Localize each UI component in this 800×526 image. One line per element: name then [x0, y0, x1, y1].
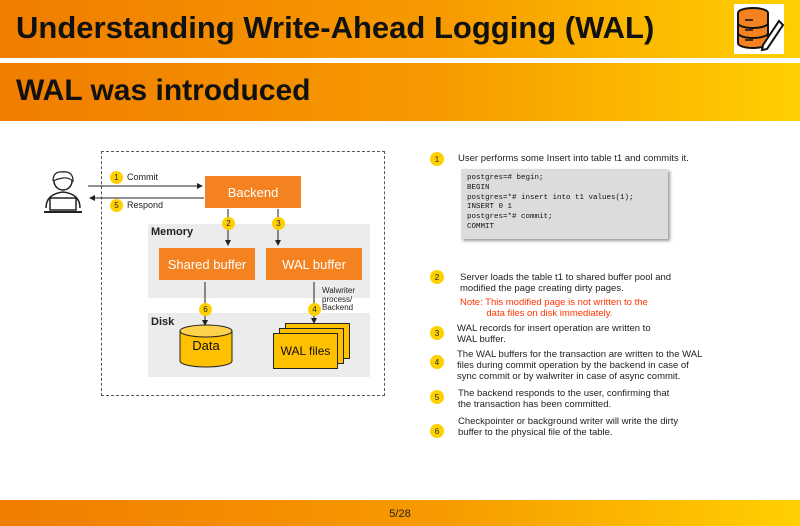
wal-buffer-box: WAL buffer	[266, 248, 362, 280]
slide-subtitle: WAL was introduced	[16, 74, 311, 107]
server-boundary	[101, 151, 385, 396]
step-badge-commit: 1	[110, 171, 123, 184]
page-number: 5/28	[389, 508, 411, 520]
backend-box: Backend	[205, 176, 301, 208]
shared-buffer-box: Shared buffer	[159, 248, 255, 280]
data-cylinder-icon	[179, 324, 233, 368]
step-badge-data: 6	[199, 303, 212, 316]
step-badge-walbuf: 3	[272, 217, 285, 230]
commit-label: Commit	[127, 172, 158, 182]
step-badge-respond: 5	[110, 199, 123, 212]
title-bar	[0, 0, 800, 58]
user-icon	[44, 171, 82, 213]
walwriter-label: Walwriter process/ Backend	[322, 286, 356, 312]
respond-label: Respond	[127, 200, 164, 210]
step-2-text: Server loads the table t1 to shared buff…	[460, 272, 672, 294]
step-badge-shared: 2	[222, 217, 235, 230]
database-edit-icon	[734, 4, 785, 54]
step-6-text: Checkpointer or background writer will w…	[458, 416, 679, 438]
step-2-note: Note: This modified page is not written …	[460, 297, 648, 319]
step-1-text: User performs some Insert into table t1 …	[458, 153, 689, 164]
subtitle-bar	[0, 63, 800, 121]
step-5-text: The backend responds to the user, confir…	[458, 388, 670, 410]
step-number-3: 3	[430, 326, 444, 340]
disk-label: Disk	[151, 316, 175, 328]
wal-files-stack: WAL files	[273, 333, 338, 369]
step-number-2: 2	[430, 270, 444, 284]
step-3-text: WAL records for insert operation are wri…	[457, 323, 651, 345]
step-number-6: 6	[430, 424, 444, 438]
step-4-text: The WAL buffers for the transaction are …	[457, 349, 703, 382]
step-number-5: 5	[430, 390, 444, 404]
memory-label: Memory	[151, 226, 194, 238]
footer-bar	[0, 500, 800, 526]
data-label: Data	[192, 338, 220, 353]
step-number-4: 4	[430, 355, 444, 369]
page-title: Understanding Write-Ahead Logging (WAL)	[16, 10, 655, 45]
step-badge-walfiles: 4	[308, 303, 321, 316]
sql-code-block: postgres=# begin; BEGIN postgres=*# inse…	[461, 169, 668, 239]
step-number-1: 1	[430, 152, 444, 166]
